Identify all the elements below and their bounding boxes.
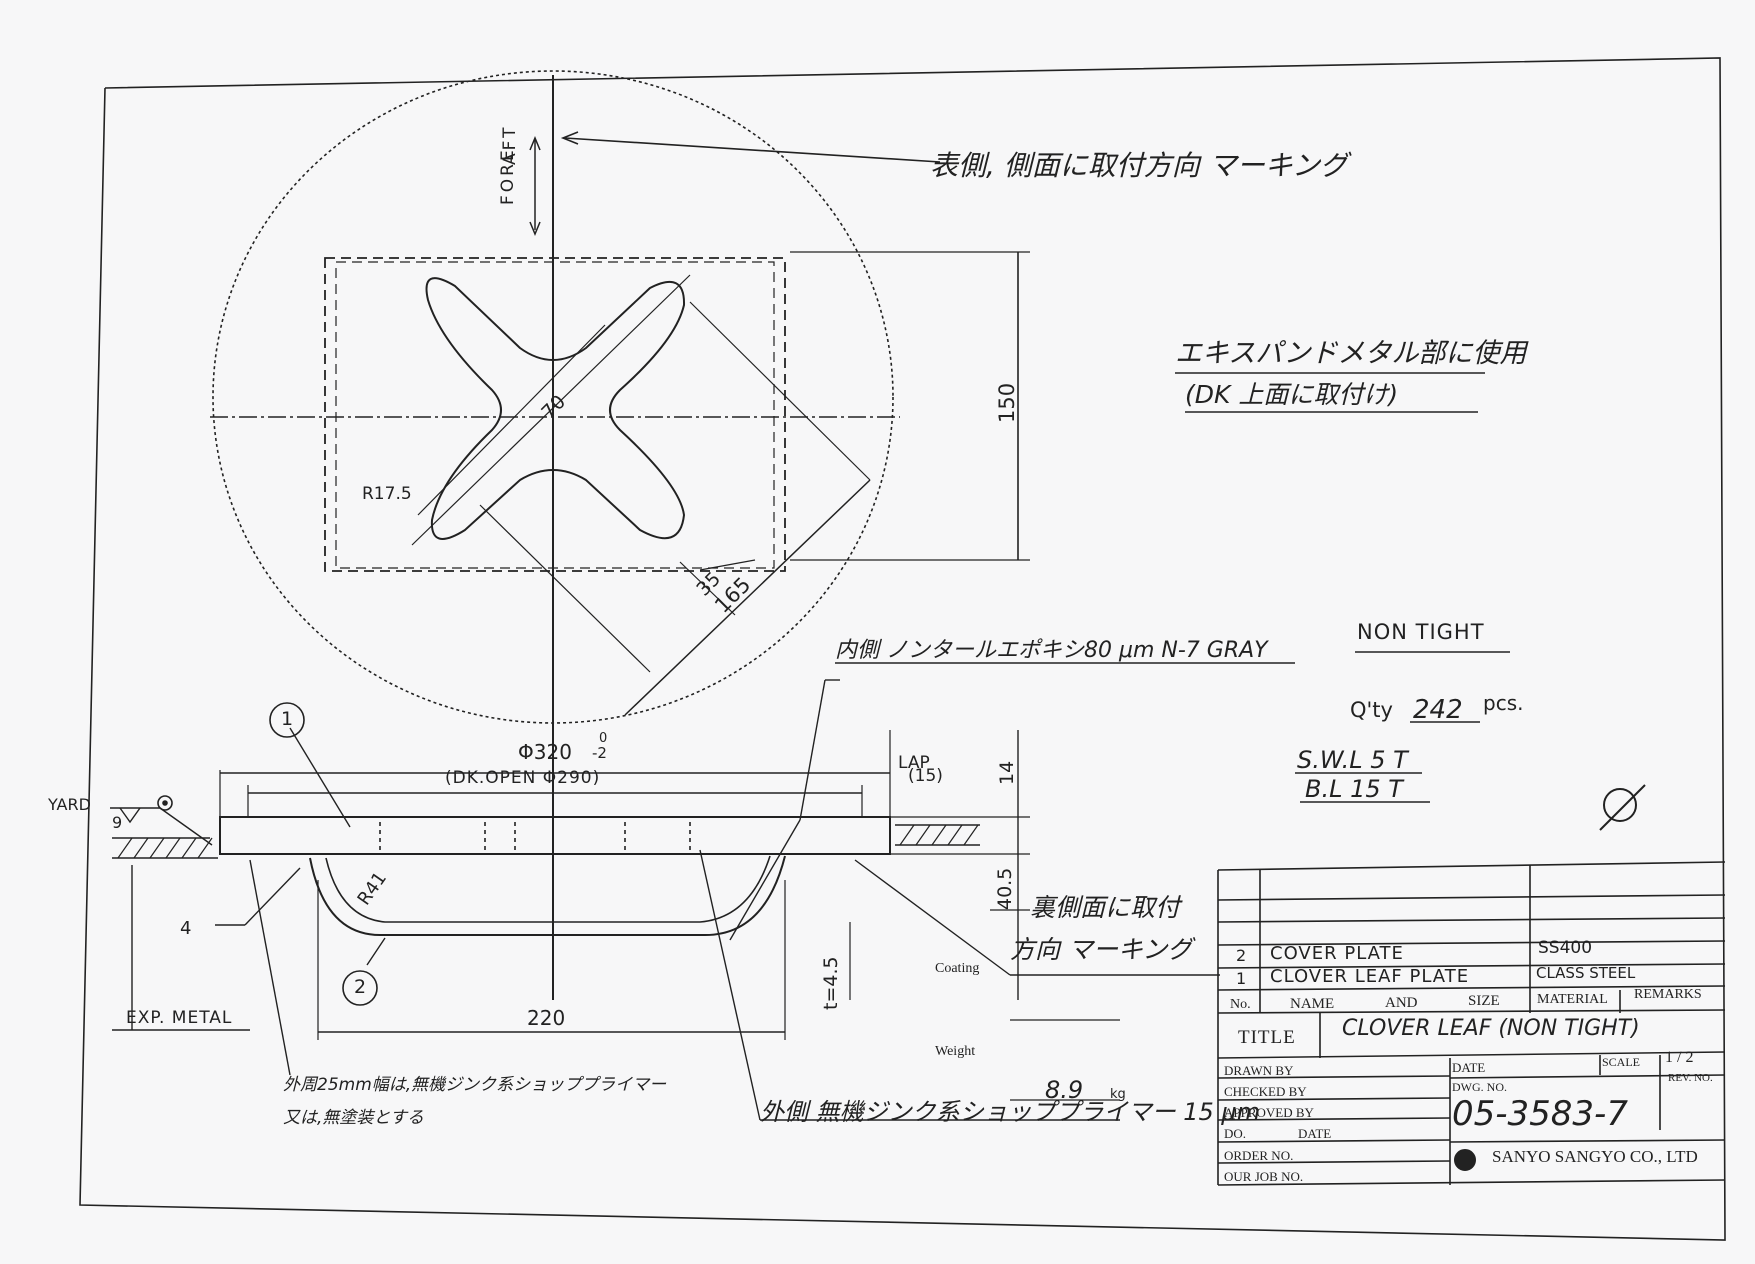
lap-value: (15) (908, 766, 943, 786)
balloon-2: 2 (354, 976, 367, 998)
yard-label: YARD (48, 795, 91, 814)
weight-value: 8.9 (1045, 1076, 1084, 1104)
title-value: CLOVER LEAF (NON TIGHT) (1342, 1016, 1640, 1041)
header-name: NAME (1290, 996, 1335, 1012)
part-2-name: COVER PLATE (1270, 943, 1404, 964)
marking-note: 表側, 側面に取付方向 マーキング (930, 149, 1348, 182)
expanded-metal-note-line2: (DK 上面に取付け) (1185, 380, 1399, 409)
qty-label: Q'ty (1350, 698, 1393, 722)
qty-unit: pcs. (1483, 691, 1524, 715)
dk-open-dim: (DK.OPEN Φ290) (445, 768, 601, 788)
exp-metal-label: EXP. METAL (126, 1008, 233, 1028)
header-material: MATERIAL (1537, 992, 1608, 1007)
back-marking-line2: 方向 マーキング (1010, 935, 1193, 964)
outer-note-line1: 外周25mm幅は,無機ジンク系ショッププライマー (283, 1075, 667, 1095)
header-remarks: REMARKS (1634, 987, 1702, 1002)
balloon-1: 1 (281, 708, 294, 730)
handle-section (309, 855, 786, 936)
dim-150: 150 (995, 382, 1019, 423)
balloon-1-shape (269, 702, 305, 738)
drawing-border (79, 57, 1726, 1241)
diameter-dim: Φ320 (518, 740, 572, 764)
date-label: DATE (1452, 1060, 1486, 1075)
part-1-material: CLASS STEEL (1536, 964, 1636, 982)
balloon-2-shape (342, 970, 378, 1006)
scale-label: SCALE (1602, 1055, 1641, 1069)
part-2-material: SS400 (1538, 938, 1593, 958)
bl-label: B.L 15 T (1305, 775, 1403, 803)
back-marking-line1: 裏側面に取付 (1030, 893, 1181, 922)
weld-size-4: 4 (180, 918, 192, 939)
inner-coating-note: 内側 ノンタールエポキシ80 μm N-7 GRAY (835, 638, 1268, 663)
part-1-name: CLOVER LEAF PLATE (1270, 966, 1470, 987)
company-logo (1454, 1149, 1476, 1171)
part-1-no: 1 (1236, 969, 1247, 988)
dim-220: 220 (527, 1006, 566, 1030)
drawn-by-label: DRAWN BY (1224, 1063, 1294, 1078)
aft-label: AFT (500, 124, 520, 166)
scale-value: 1 / 2 (1665, 1049, 1694, 1066)
dashed-rectangle (324, 257, 786, 572)
qty-value: 242 (1413, 695, 1463, 725)
cover-plate-section (219, 816, 891, 855)
rev-no-label: REV. NO. (1668, 1072, 1713, 1084)
outer-note-line2: 又は,無塗装とする (283, 1108, 424, 1128)
non-tight-label: NON TIGHT (1357, 620, 1485, 644)
do-label: DO. (1224, 1126, 1247, 1141)
company-name: SANYO SANGYO CO., LTD (1492, 1147, 1698, 1166)
diameter-tolerance: -2 (592, 744, 607, 762)
outer-coating-note: 外側 無機ジンク系ショッププライマー 15 μm (760, 1098, 1261, 1126)
weld-size-9: 9 (112, 813, 123, 832)
dwg-no-value: 05-3583-7 (1452, 1094, 1628, 1134)
order-no-label: ORDER NO. (1224, 1148, 1294, 1163)
clover-shape (425, 277, 686, 540)
part-2-no: 2 (1236, 946, 1247, 965)
title-block-lines (1217, 861, 1726, 1186)
our-job-no-label: OUR JOB NO. (1224, 1169, 1304, 1184)
weight-label: Weight (935, 1044, 976, 1059)
header-no: No. (1230, 997, 1251, 1012)
lap-label: LAP (898, 753, 930, 773)
dim-r175: R17.5 (362, 484, 412, 504)
checked-by-label: CHECKED BY (1224, 1084, 1307, 1099)
dim-t45: t=4.5 (820, 956, 842, 1010)
dim-14: 14 (996, 760, 1018, 785)
coating-label: Coating (935, 961, 980, 976)
diameter-tolerance-zero: 0 (599, 731, 608, 746)
dim-40-5: 40.5 (994, 867, 1016, 910)
do-date-label: DATE (1298, 1126, 1332, 1141)
dwg-no-label: DWG. NO. (1452, 1080, 1507, 1094)
approved-by-label: APPROVED BY (1224, 1105, 1314, 1120)
header-size: SIZE (1468, 993, 1500, 1009)
title-label: TITLE (1238, 1027, 1296, 1048)
swl-label: S.W.L 5 T (1297, 746, 1408, 774)
header-and: AND (1385, 995, 1418, 1011)
expanded-metal-note-line1: エキスパンドメタル部に使用 (1175, 338, 1527, 369)
weight-unit: kg (1110, 1087, 1126, 1102)
